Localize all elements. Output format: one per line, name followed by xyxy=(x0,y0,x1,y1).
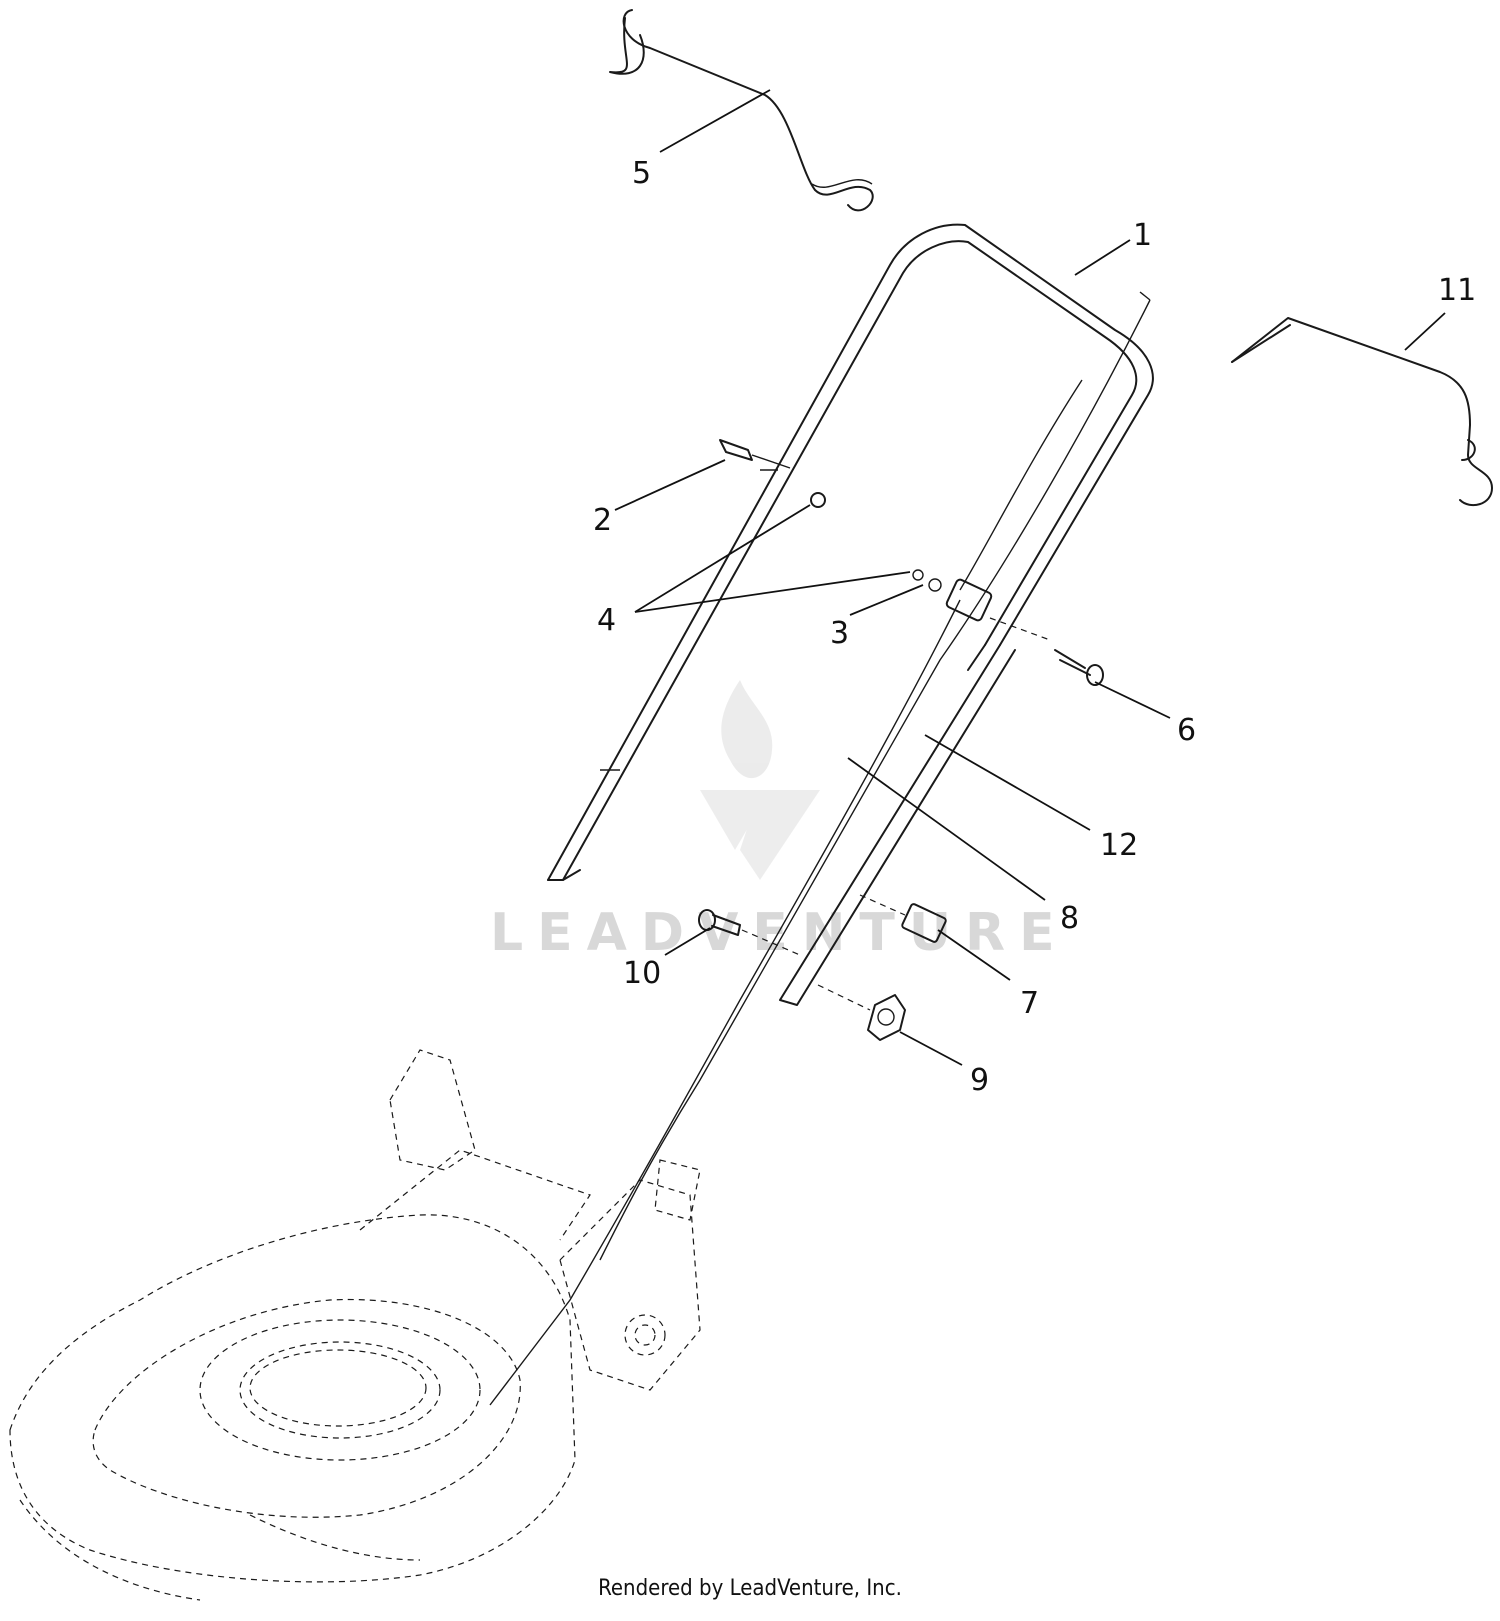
callout-1: 1 xyxy=(1133,218,1152,253)
callout-8: 8 xyxy=(1060,901,1079,936)
callout-6: 6 xyxy=(1177,713,1196,748)
watermark-logo xyxy=(700,680,820,880)
part-12-lower-handle xyxy=(779,644,1016,1006)
part-9-knob xyxy=(817,984,906,1041)
part-3-clip xyxy=(912,569,993,622)
callout-5: 5 xyxy=(632,156,651,191)
part-6-pin xyxy=(989,617,1104,686)
mower-deck xyxy=(9,1049,701,1601)
leader-lines xyxy=(614,89,1446,1066)
callout-9: 9 xyxy=(970,1063,989,1098)
callout-11: 11 xyxy=(1438,273,1476,308)
callout-2: 2 xyxy=(593,503,612,538)
callout-4: 4 xyxy=(597,603,616,638)
callout-3: 3 xyxy=(830,616,849,651)
part-11-wire xyxy=(1231,317,1493,507)
footer-credit: Rendered by LeadVenture, Inc. xyxy=(598,1576,902,1601)
callout-12: 12 xyxy=(1100,828,1138,863)
callout-10: 10 xyxy=(623,956,661,991)
part-5-wire xyxy=(609,9,874,212)
part-2-bolt xyxy=(719,439,826,508)
part-1-handle xyxy=(547,223,1154,881)
part-7-spacer xyxy=(859,894,947,943)
callout-7: 7 xyxy=(1020,986,1039,1021)
part-8-cable xyxy=(489,291,1151,1406)
watermark-text: LEADVENTURE xyxy=(490,903,1069,963)
callout-labels: 1 2 3 4 5 6 7 8 9 10 11 12 xyxy=(593,156,1476,1098)
